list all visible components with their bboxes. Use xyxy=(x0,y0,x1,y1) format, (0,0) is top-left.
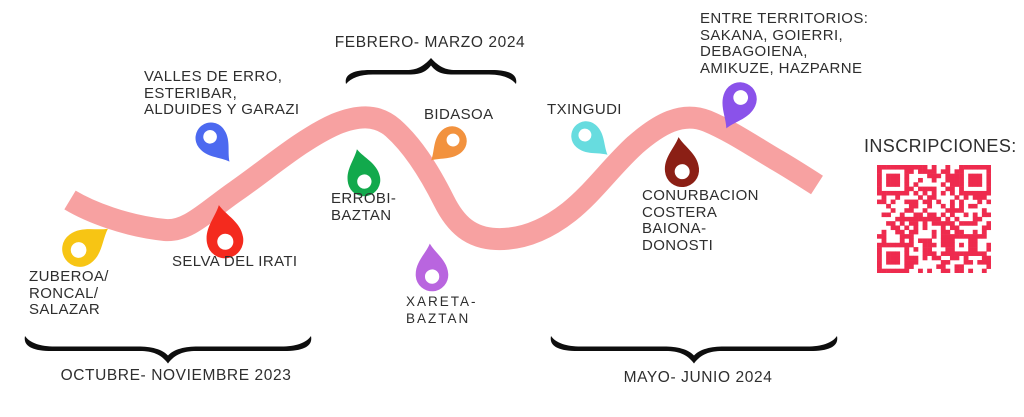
pin-hole xyxy=(578,128,592,142)
brace-path xyxy=(345,58,517,84)
phase-label-mayo-junio: MAYO- JUNIO 2024 xyxy=(623,369,773,386)
label-line: RONCAL/ xyxy=(29,284,99,302)
pin-hole xyxy=(733,90,749,105)
brace-down-icon xyxy=(550,336,838,364)
label-line: BIDASOA xyxy=(424,106,494,123)
label-line: AMIKUZE, HAZPARNE xyxy=(700,59,863,77)
label-line: XARETA- xyxy=(406,294,478,309)
pin-body xyxy=(431,126,467,161)
pin-hole xyxy=(674,164,690,180)
pin-body xyxy=(415,243,449,292)
location-label-selva: SELVA DEL IRATI xyxy=(172,253,298,271)
selva-map-pin-icon xyxy=(206,205,244,259)
phase-label-febrero-marzo: FEBRERO- MARZO 2024 xyxy=(334,34,526,51)
label-line: DEBAGOIENA, xyxy=(700,43,808,60)
location-label-txingudi: TXINGUDI xyxy=(547,101,622,119)
valles-map-pin-icon xyxy=(195,122,230,162)
qr-code xyxy=(877,165,991,273)
brace-up-icon xyxy=(345,58,517,84)
location-label-entre-territorios: ENTRE TERRITORIOS: SAKANA, GOIERRI, DEBA… xyxy=(700,10,869,77)
zuberoa-map-pin-icon xyxy=(62,228,108,267)
label-line: SAKANA, GOIERRI, xyxy=(700,26,844,44)
label-line: DONOSTI xyxy=(642,236,714,254)
location-label-bidasoa: BIDASOA xyxy=(424,106,494,124)
label-line: SELVA DEL IRATI xyxy=(172,253,298,270)
entre-map-pin-icon xyxy=(722,82,757,129)
pin-hole xyxy=(424,269,440,284)
pin-body xyxy=(62,228,108,267)
inscriptions-label: INSCRIPCIONES: xyxy=(864,136,1017,156)
pin-body xyxy=(347,149,381,197)
pin-hole xyxy=(217,233,234,250)
location-label-valles: VALLES DE ERRO, ESTERIBAR, ALDUIDES Y GA… xyxy=(144,68,300,119)
location-label-errobi: ERROBI- BAZTAN xyxy=(331,190,397,224)
conurbacion-map-pin-icon xyxy=(665,137,699,187)
txingudi-map-pin-icon xyxy=(571,121,608,155)
label-line: ALDUIDES Y GARAZI xyxy=(144,101,300,118)
brace-path xyxy=(550,336,838,364)
label-line: ERROBI- xyxy=(331,190,397,207)
xareta-map-pin-icon xyxy=(415,243,449,292)
pin-hole xyxy=(203,130,217,144)
brace-path xyxy=(24,336,312,364)
pin-hole xyxy=(70,242,87,258)
label-line: BAZTAN xyxy=(406,311,471,326)
brace-down-icon xyxy=(24,336,312,364)
label-line: VALLES DE ERRO, xyxy=(144,68,283,85)
label-line: TXINGUDI xyxy=(547,101,622,118)
pin-body xyxy=(665,137,699,187)
location-label-xareta: XARETA- BAZTAN xyxy=(406,293,478,327)
label-line: BAIONA- xyxy=(642,220,707,237)
pin-hole xyxy=(357,174,372,189)
pin-body xyxy=(195,122,230,162)
pin-body xyxy=(722,82,757,129)
location-label-conurbacion: CONURBACION COSTERA BAIONA- DONOSTI xyxy=(642,187,759,254)
bidasoa-map-pin-icon xyxy=(431,126,467,161)
label-line: BAZTAN xyxy=(331,206,392,224)
errobi-map-pin-icon xyxy=(347,149,381,197)
label-line: CONURBACION xyxy=(642,187,759,204)
label-line: COSTERA xyxy=(642,203,718,221)
label-line: ESTERIBAR, xyxy=(144,84,238,102)
pin-body xyxy=(206,205,244,259)
label-line: SALAZAR xyxy=(29,301,101,318)
pin-body xyxy=(571,121,608,155)
location-label-zuberoa: ZUBEROA/ RONCAL/ SALAZAR xyxy=(29,268,109,319)
label-line: ENTRE TERRITORIOS: xyxy=(700,10,869,27)
phase-label-octubre-noviembre: OCTUBRE- NOVIEMBRE 2023 xyxy=(60,367,292,384)
pin-hole xyxy=(446,133,460,147)
label-line: ZUBEROA/ xyxy=(29,268,109,285)
